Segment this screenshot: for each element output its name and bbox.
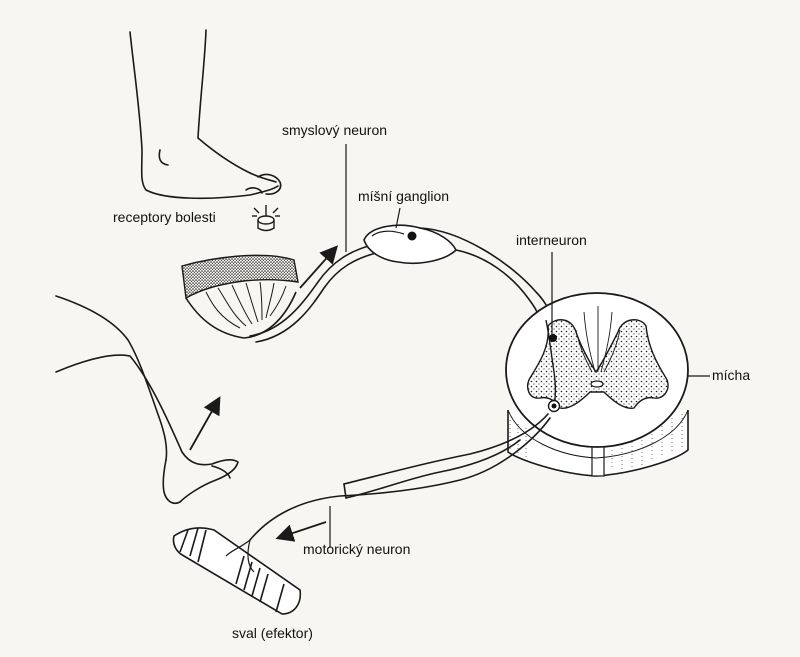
label-muscle-effector: sval (efektor) xyxy=(232,625,313,641)
label-interneuron: interneuron xyxy=(516,232,587,248)
sensory-direction-arrow xyxy=(300,245,338,288)
skin-receptor-patch xyxy=(182,255,298,338)
sensory-neuron-fiber xyxy=(250,244,380,342)
leader-lines xyxy=(330,144,710,548)
label-sensory-neuron: smyslový neuron xyxy=(282,122,388,138)
leg-movement-arrow xyxy=(190,396,221,450)
foot-illustration xyxy=(130,30,281,198)
spinal-cord-section xyxy=(506,293,688,476)
label-motor-neuron: motorický neuron xyxy=(303,541,411,557)
label-pain-receptors: receptory bolesti xyxy=(113,209,216,225)
motor-direction-arrow xyxy=(275,522,326,542)
motor-neuron-fiber xyxy=(250,414,550,540)
label-spinal-cord: mícha xyxy=(712,367,751,383)
pin-stimulus-icon xyxy=(252,205,280,231)
leg-illustration xyxy=(56,296,238,503)
muscle-effector xyxy=(173,528,300,614)
spinal-ganglion xyxy=(364,225,456,263)
label-spinal-ganglion: míšní ganglion xyxy=(358,188,450,204)
